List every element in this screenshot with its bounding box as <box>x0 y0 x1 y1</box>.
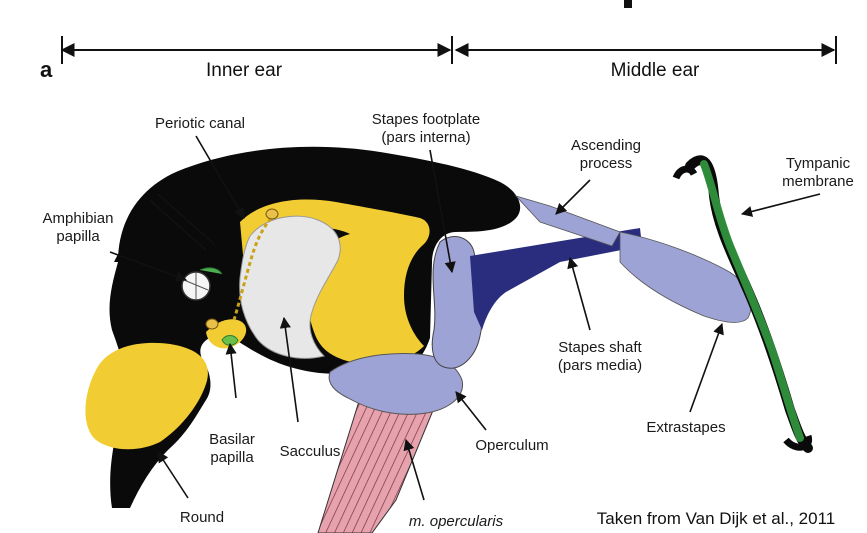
stapes-shaft <box>470 228 642 330</box>
stapes-footplate-label-line1: Stapes footplate <box>372 111 480 128</box>
region-scale-bar: a Inner ear Middle ear <box>40 36 836 82</box>
middle-ear-label: Middle ear <box>611 60 700 81</box>
inner-ear-label: Inner ear <box>206 60 283 81</box>
basilar-papilla-arrow <box>230 344 236 398</box>
ascending-process-label-line2: process <box>580 155 633 172</box>
round-window-arrow <box>158 452 188 498</box>
source-credit: Taken from Van Dijk et al., 2011 <box>597 509 835 528</box>
extrastapes-label: Extrastapes <box>646 419 725 436</box>
basilar-papilla-label-line2: papilla <box>210 449 254 466</box>
tympanic-membrane-label-line2: membrane <box>782 173 854 190</box>
ascending-process-label-line1: Ascending <box>571 137 641 154</box>
tympanic-membrane-arrow <box>742 194 820 214</box>
stapes-shaft-arrow <box>570 258 590 330</box>
operculum-arrow <box>456 392 486 430</box>
ascending-process-arrow <box>556 180 590 214</box>
tympanic-membrane-label-line1: Tympanic <box>786 155 851 172</box>
stapes-footplate-label-line2: (pars interna) <box>381 129 470 146</box>
operculum-label: Operculum <box>475 437 548 454</box>
panel-letter: a <box>40 57 53 82</box>
round-window-label: Round <box>180 509 224 526</box>
basilar-papilla <box>222 336 238 346</box>
extrastapes-arrow <box>690 324 722 412</box>
ascending-process <box>516 196 620 246</box>
canal-opening-lower <box>206 319 218 329</box>
basilar-papilla-label-line1: Basilar <box>209 431 255 448</box>
amphibian-papilla-label-line1: Amphibian <box>43 210 114 227</box>
sacculus-label: Sacculus <box>280 443 341 460</box>
amphibian-papilla-label-line2: papilla <box>56 228 100 245</box>
opercularis-label: m. opercularis <box>409 513 504 530</box>
canal-opening-upper <box>266 209 278 219</box>
stapes-shaft-label-line1: Stapes shaft <box>558 339 642 356</box>
stapes-shaft-label-line2: (pars media) <box>558 357 642 374</box>
periotic-canal-label: Periotic canal <box>155 115 245 132</box>
